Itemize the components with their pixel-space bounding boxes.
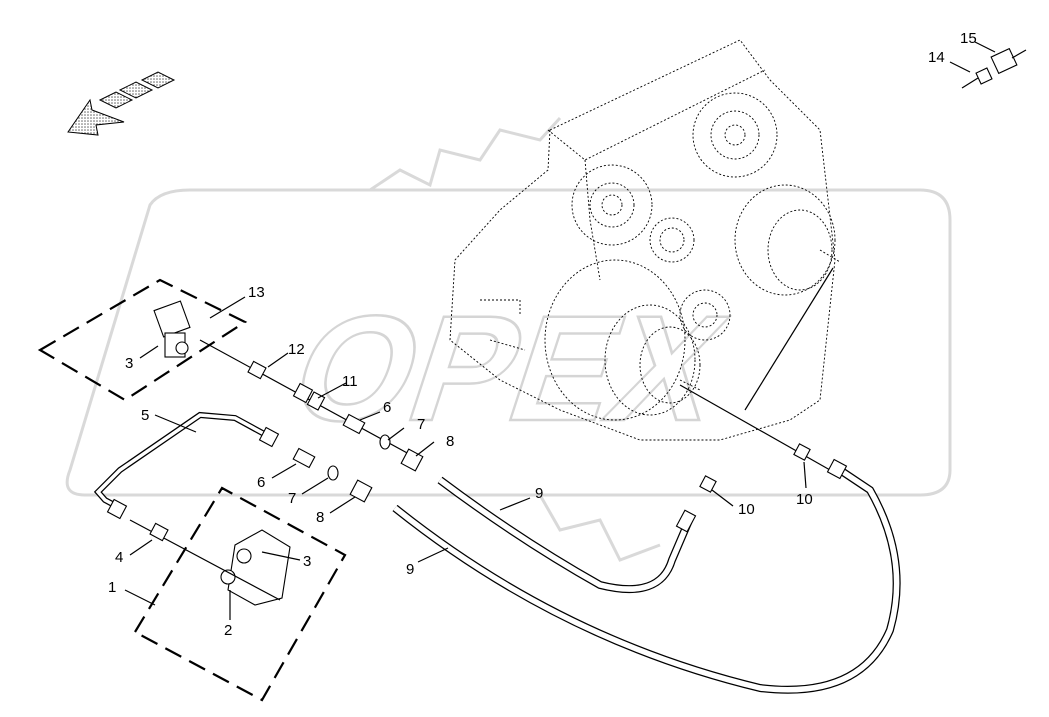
gearbox-housing: [449, 39, 841, 441]
callout-6-lower: 6: [257, 474, 265, 491]
group-box-13: [37, 278, 248, 402]
fitting-10-left: [699, 475, 717, 493]
hose-end-left: [675, 509, 697, 533]
callout-7-lower: 7: [288, 490, 296, 507]
callout-15: 15: [960, 30, 977, 47]
callout-3-block: 3: [303, 553, 311, 570]
nut-tube-5-lower: [106, 498, 128, 520]
callout-8-upper: 8: [446, 433, 454, 450]
fitting-6-upper: [342, 413, 366, 435]
nut-8-upper: [400, 448, 424, 472]
fitting-6-lower: [292, 447, 316, 469]
callout-2: 2: [224, 622, 232, 639]
callout-9-upper: 9: [535, 485, 543, 502]
callout-14: 14: [928, 49, 945, 66]
callout-labels: 13 3 12 11 6 7 8 5 6 7 8 9 9 10 10 4 1 2…: [108, 30, 977, 639]
leader-lines: [124, 41, 996, 620]
washer-7-upper: [379, 434, 391, 450]
solenoid-valve: [153, 300, 191, 358]
washer-7-lower: [327, 465, 339, 481]
watermark: OPEX: [65, 116, 952, 562]
callout-5: 5: [141, 407, 149, 424]
nut-8-lower: [349, 479, 373, 503]
callout-3-solenoid: 3: [125, 355, 133, 372]
callout-6-upper: 6: [383, 399, 391, 416]
hose-end-right: [826, 458, 848, 480]
fitting-4: [149, 522, 169, 542]
fitting-12: [247, 360, 267, 380]
callout-9-lower: 9: [406, 561, 414, 578]
callout-11: 11: [342, 373, 358, 390]
cap-15: [990, 47, 1018, 75]
valve-block: [220, 529, 291, 606]
callout-1: 1: [108, 579, 116, 596]
callout-4: 4: [115, 549, 123, 566]
callout-8-lower: 8: [316, 509, 324, 526]
callout-13: 13: [248, 284, 265, 301]
fitting-10-right: [793, 443, 811, 461]
callout-10-right: 10: [796, 491, 813, 508]
nut-5-end: [258, 426, 280, 448]
callout-7-upper: 7: [417, 416, 425, 433]
direction-arrow-icon: [67, 71, 176, 136]
group-box-1: [133, 486, 347, 702]
fitting-14: [975, 67, 993, 85]
callout-12: 12: [288, 341, 305, 358]
callout-10-left: 10: [738, 501, 755, 518]
watermark-text: OPEX: [273, 285, 744, 453]
